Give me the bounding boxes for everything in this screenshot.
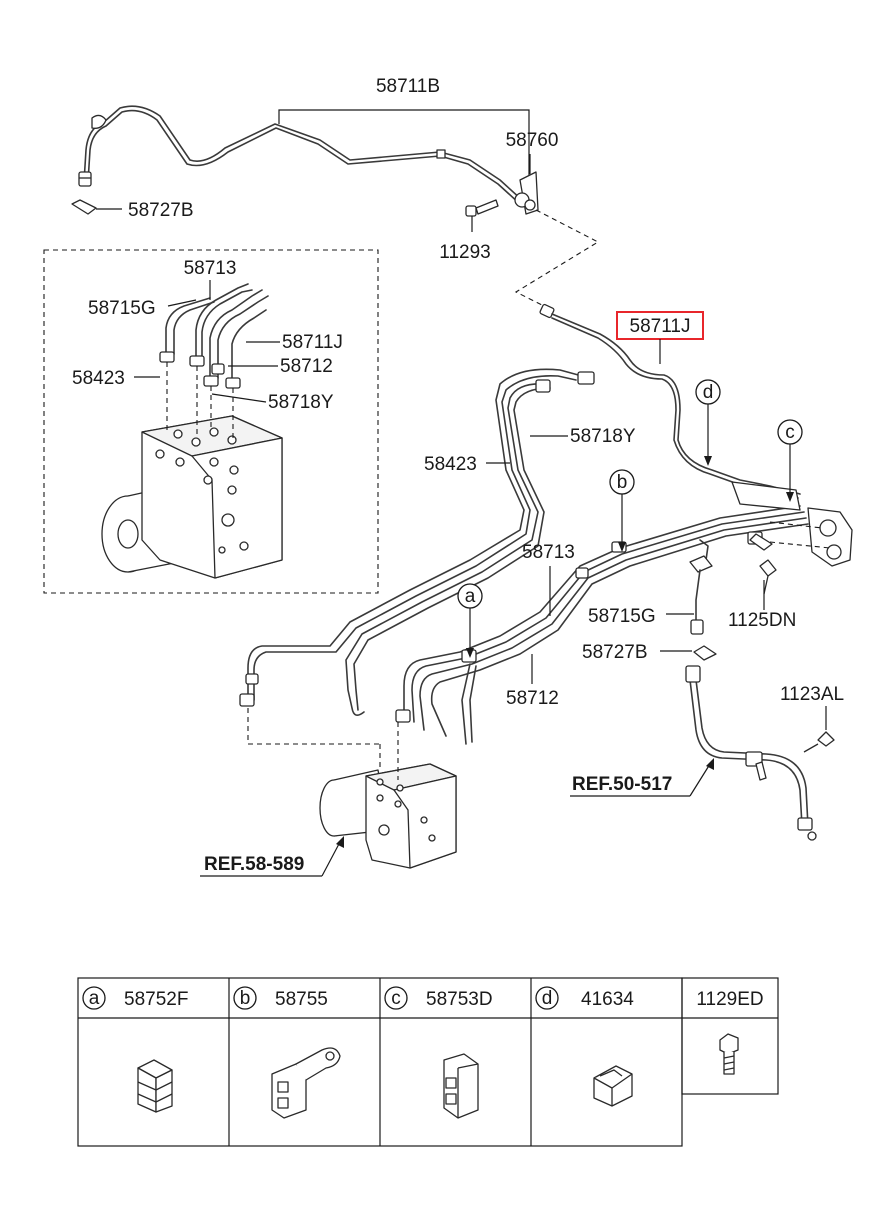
callout-d-letter: d — [703, 382, 714, 403]
clip-58755-icon — [271, 1047, 341, 1119]
table-cell-bolt-code: 1129ED — [696, 989, 763, 1010]
label-58423-inset: 58423 — [72, 368, 125, 389]
brake-pipe-58423-58718Y — [239, 368, 595, 716]
clip-58753D-icon — [443, 1053, 479, 1119]
inset-pipes — [159, 283, 269, 440]
label-58715G-inset: 58715G — [88, 298, 156, 319]
label-58713-inset: 58713 — [184, 258, 237, 279]
label-58713: 58713 — [522, 542, 575, 563]
parts-table — [77, 977, 779, 1147]
bolt-1129ED-icon — [719, 1033, 739, 1075]
abs-module-inset — [101, 415, 283, 579]
label-11293: 11293 — [439, 242, 490, 263]
clip-41634-icon — [593, 1065, 633, 1107]
brake-pipe-58711B — [78, 105, 523, 205]
bolt-11293 — [465, 199, 499, 217]
callout-c: c — [777, 419, 803, 502]
label-58711J-inset: 58711J — [282, 332, 343, 353]
brake-pipe-58711J — [539, 303, 801, 499]
brake-hose-rear — [685, 665, 817, 841]
bolt-1123AL — [803, 731, 835, 753]
table-cell-c-letter: c — [391, 988, 401, 1009]
callout-b-letter: b — [617, 472, 628, 493]
label-58718Y-inset: 58718Y — [268, 392, 334, 413]
brake-pipe-58713-58712 — [395, 505, 809, 745]
dashed-link-top — [514, 209, 600, 309]
label-58718Y: 58718Y — [570, 426, 636, 447]
table-cell-b-code: 58755 — [275, 989, 328, 1010]
table-cell-a: a 58752F — [82, 986, 188, 1113]
table-cell-d-letter: d — [542, 988, 553, 1009]
clip-58727B-top — [71, 199, 97, 215]
callout-a-letter: a — [465, 586, 476, 607]
table-cell-a-letter: a — [89, 988, 100, 1009]
hose-58715G — [689, 555, 713, 635]
ref-58-589: REF.58-589 — [204, 854, 304, 875]
label-1125DN: 1125DN — [728, 610, 796, 631]
label-58711B: 58711B — [376, 76, 440, 97]
clip-58727B — [693, 645, 717, 661]
label-58711J-highlighted: 58711J — [630, 316, 691, 337]
label-58727B: 58727B — [582, 642, 648, 663]
inset-frame — [43, 249, 379, 594]
table-cell-b: b 58755 — [233, 986, 341, 1119]
table-cell-c-code: 58753D — [426, 989, 493, 1010]
callout-b: b — [609, 469, 635, 552]
table-cell-c: c 58753D — [384, 986, 493, 1119]
label-58760: 58760 — [506, 130, 559, 151]
callout-c-letter: c — [785, 422, 795, 443]
callout-a: a — [457, 583, 483, 658]
table-cell-a-code: 58752F — [124, 989, 188, 1010]
abs-module-main — [319, 763, 457, 869]
callout-d: d — [695, 379, 721, 466]
ref-50-517: REF.50-517 — [572, 774, 672, 795]
label-58423: 58423 — [424, 454, 477, 475]
label-58727B-top: 58727B — [128, 200, 194, 221]
label-58712-inset: 58712 — [280, 356, 333, 377]
clip-58752F-icon — [137, 1059, 173, 1113]
junction-block — [731, 481, 853, 567]
bolt-1125DN — [759, 559, 777, 595]
table-cell-d: d 41634 — [535, 986, 634, 1107]
leader-58711B — [278, 109, 530, 176]
bracket-58760 — [514, 171, 539, 215]
table-cell-b-letter: b — [240, 988, 251, 1009]
label-1123AL: 1123AL — [780, 684, 844, 705]
label-58712: 58712 — [506, 688, 559, 709]
label-58715G: 58715G — [588, 606, 656, 627]
table-cell-bolt: 1129ED — [696, 989, 764, 1075]
table-cell-d-code: 41634 — [581, 989, 634, 1010]
